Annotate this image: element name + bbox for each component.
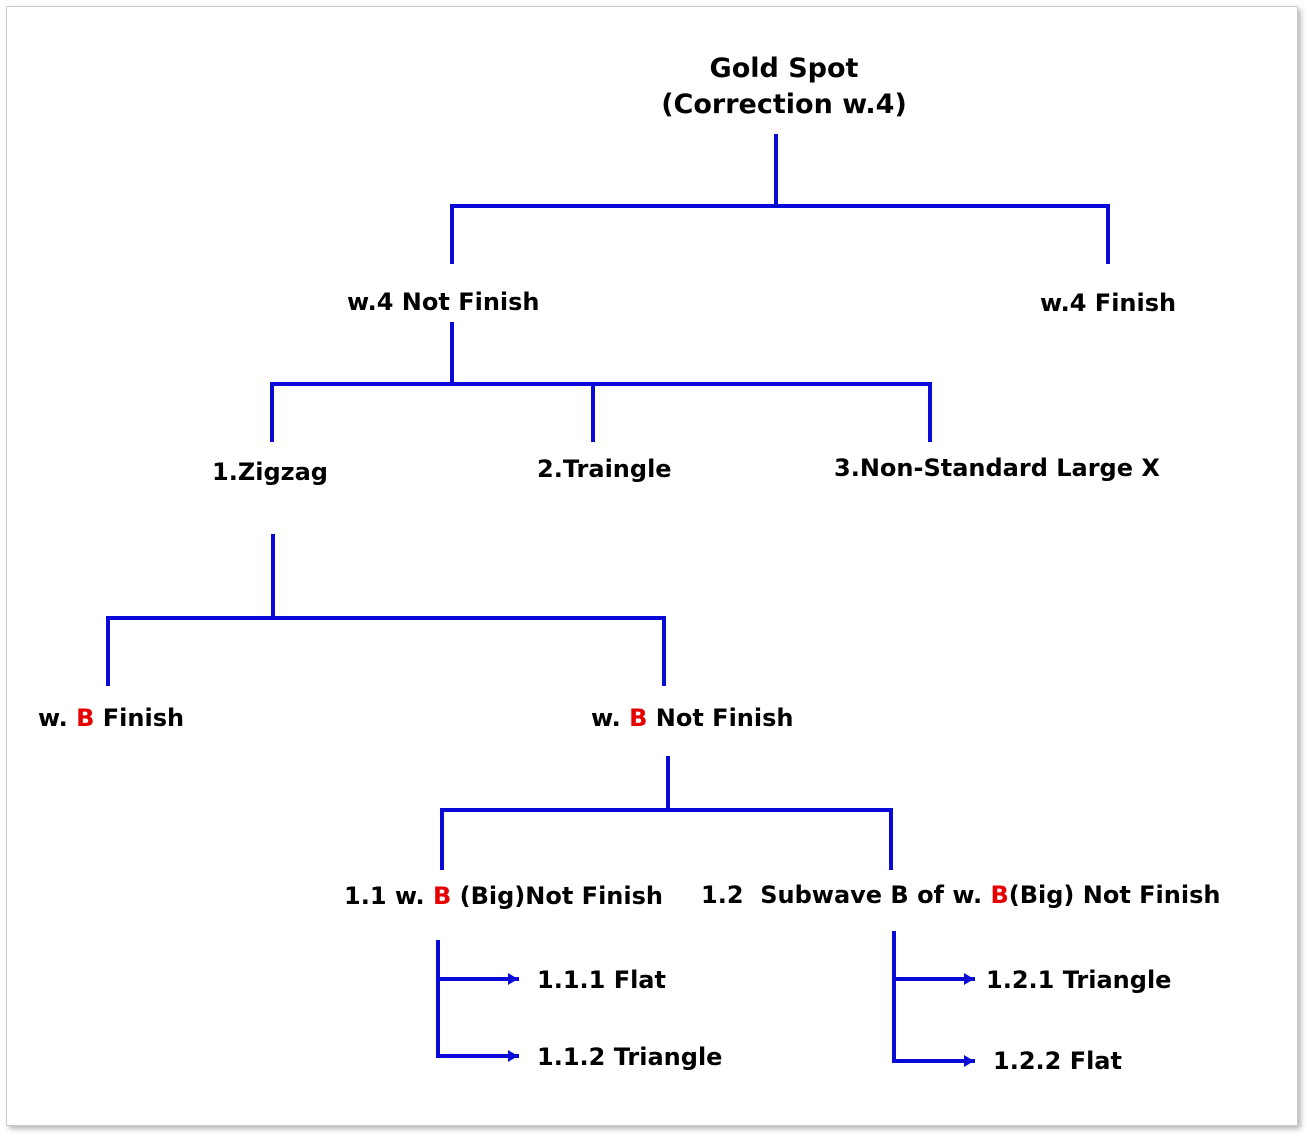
diagram-frame — [6, 6, 1298, 1126]
node-b-not-finish: w. B Not Finish — [591, 706, 794, 730]
b-finish-prefix: w. — [38, 704, 68, 732]
node-triangle: 2.Traingle — [537, 455, 672, 483]
big-not-finish-wave: B — [432, 882, 452, 910]
subwave-suffix: (Big) Not Finish — [1008, 881, 1221, 909]
node-b-finish: w. B Finish — [38, 706, 184, 730]
root-title: Gold Spot — [709, 53, 859, 84]
b-finish-suffix: Finish — [102, 704, 185, 732]
b-not-finish-prefix: w. — [591, 704, 621, 732]
b-not-finish-suffix: Not Finish — [655, 704, 794, 732]
root-subtitle: (Correction w.4) — [661, 89, 907, 120]
node-w4-not-finish: w.4 Not Finish — [347, 288, 540, 316]
node-w4-finish: w.4 Finish — [1040, 289, 1177, 317]
root-node: Gold Spot (Correction w.4) — [584, 51, 984, 123]
big-not-finish-mid: (Big) — [459, 882, 526, 910]
subwave-prefix: 1.2 Subwave B of w. — [701, 881, 983, 909]
node-subwave-not-finish: 1.2 Subwave B of w. B(Big) Not Finish — [701, 883, 1220, 907]
node-flat-2: 1.2.2 Flat — [993, 1047, 1122, 1075]
node-flat-1: 1.1.1 Flat — [537, 966, 666, 994]
big-not-finish-prefix: 1.1 w. — [344, 882, 425, 910]
node-big-not-finish: 1.1 w. B (Big)Not Finish — [344, 884, 663, 908]
b-finish-wave: B — [76, 704, 95, 732]
node-nonstandard: 3.Non-Standard Large X — [834, 454, 1160, 482]
node-triangle-1: 1.1.2 Triangle — [537, 1043, 723, 1071]
node-zigzag: 1.Zigzag — [212, 458, 328, 486]
subwave-wave: B — [990, 881, 1009, 909]
b-not-finish-wave: B — [629, 704, 648, 732]
big-not-finish-suffix: Not Finish — [525, 882, 663, 910]
node-triangle-2: 1.2.1 Triangle — [986, 966, 1172, 994]
